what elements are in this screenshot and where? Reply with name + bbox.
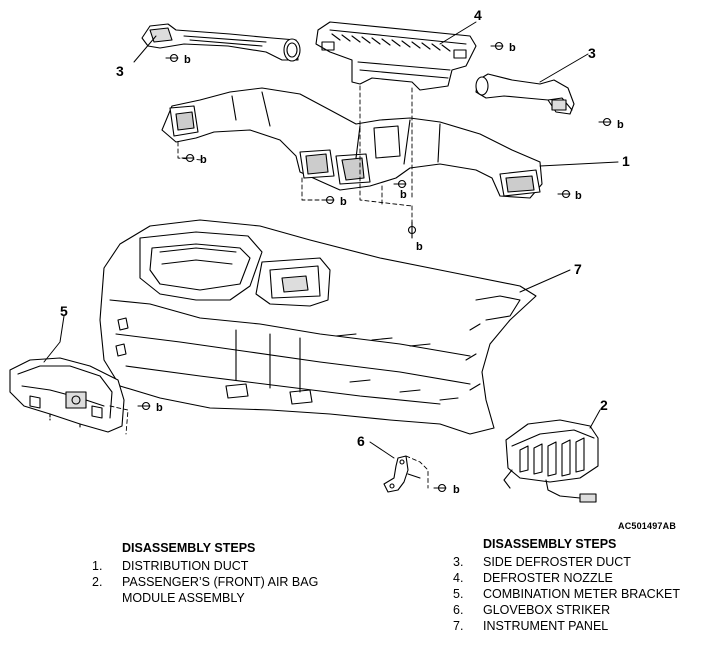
- steps-heading: DISASSEMBLY STEPS: [122, 541, 256, 555]
- bolt-label: b: [200, 154, 207, 166]
- bolt-label: b: [453, 484, 460, 496]
- step-text: DISTRIBUTION DUCT: [122, 559, 249, 573]
- step-number: 4.: [453, 571, 464, 585]
- step-text: SIDE DEFROSTER DUCT: [483, 555, 631, 569]
- step-text: GLOVEBOX STRIKER: [483, 603, 611, 617]
- bolt-icon: [557, 189, 571, 199]
- guide-lines: [109, 85, 429, 489]
- steps-heading: DISASSEMBLY STEPS: [483, 537, 617, 551]
- step-item: 1. DISTRIBUTION DUCT: [92, 558, 318, 574]
- step-number: 3.: [453, 555, 464, 569]
- side-defroster-duct-left: [141, 23, 301, 62]
- step-text: INSTRUMENT PANEL: [483, 619, 609, 633]
- bolts: [137, 41, 612, 493]
- step-text: PASSENGER’S (FRONT) AIR BAG: [122, 575, 319, 589]
- callout-3-left: 3: [116, 63, 124, 79]
- bolt-labels: b b b b b b b b b b: [156, 42, 624, 496]
- leader-lines: [43, 21, 619, 459]
- step-text: COMBINATION METER BRACKET: [483, 587, 681, 601]
- callout-2: 2: [600, 397, 608, 413]
- bolt-icon: [181, 153, 195, 163]
- step-item: 7. INSTRUMENT PANEL: [453, 618, 680, 634]
- defroster-nozzle: [315, 21, 477, 91]
- step-item: 6. GLOVEBOX STRIKER: [453, 602, 680, 618]
- step-item: 3. SIDE DEFROSTER DUCT: [453, 554, 680, 570]
- step-number: 7.: [453, 619, 464, 633]
- bolt-icon: [321, 195, 335, 205]
- bolt-label: b: [575, 190, 582, 202]
- callout-1: 1: [622, 153, 630, 169]
- bolt-icon: [490, 41, 504, 51]
- step-text-continued: MODULE ASSEMBLY: [122, 591, 245, 605]
- bolt-icon: [393, 179, 407, 189]
- step-text: DEFROSTER NOZZLE: [483, 571, 613, 585]
- bolt-label: b: [416, 241, 423, 253]
- disassembly-steps-left: DISASSEMBLY STEPS 1. DISTRIBUTION DUCT 2…: [92, 540, 318, 606]
- step-number: 5.: [453, 587, 464, 601]
- step-number: 2.: [92, 575, 103, 589]
- step-item: 4. DEFROSTER NOZZLE: [453, 570, 680, 586]
- instrument-panel: [99, 219, 537, 435]
- combination-meter-bracket: [9, 357, 125, 433]
- figure-code: AC501497AB: [618, 521, 677, 531]
- distribution-duct: [161, 87, 543, 199]
- bolt-label: b: [340, 196, 347, 208]
- side-defroster-duct-right: [475, 73, 575, 115]
- bolt-icon: [407, 221, 417, 239]
- callout-7: 7: [574, 261, 582, 277]
- bolt-label: b: [400, 189, 407, 201]
- step-number: 6.: [453, 603, 464, 617]
- bolt-label: b: [509, 42, 516, 54]
- exploded-view-diagram: 3 4 3 1 7 5 2 6 b b b b b b b b b b: [9, 7, 630, 503]
- bolt-label: b: [617, 119, 624, 131]
- bolt-icon: [433, 483, 447, 493]
- bolt-label: b: [184, 54, 191, 66]
- bolt-label: b: [156, 402, 163, 414]
- callout-6: 6: [357, 433, 365, 449]
- callout-3-right: 3: [588, 45, 596, 61]
- bolt-icon: [598, 117, 612, 127]
- step-item: 5. COMBINATION METER BRACKET: [453, 586, 680, 602]
- bolt-icon: [137, 401, 151, 411]
- step-item: 2. PASSENGER’S (FRONT) AIR BAG: [92, 574, 318, 590]
- passenger-airbag-module: [503, 419, 599, 503]
- step-number: 1.: [92, 559, 103, 573]
- callout-labels: 3 4 3 1 7 5 2 6: [60, 7, 630, 449]
- bolt-icon: [165, 53, 179, 63]
- glovebox-striker: [383, 455, 421, 493]
- callout-5: 5: [60, 303, 68, 319]
- callout-4: 4: [474, 7, 482, 23]
- disassembly-steps-right: DISASSEMBLY STEPS 3. SIDE DEFROSTER DUCT…: [453, 536, 680, 634]
